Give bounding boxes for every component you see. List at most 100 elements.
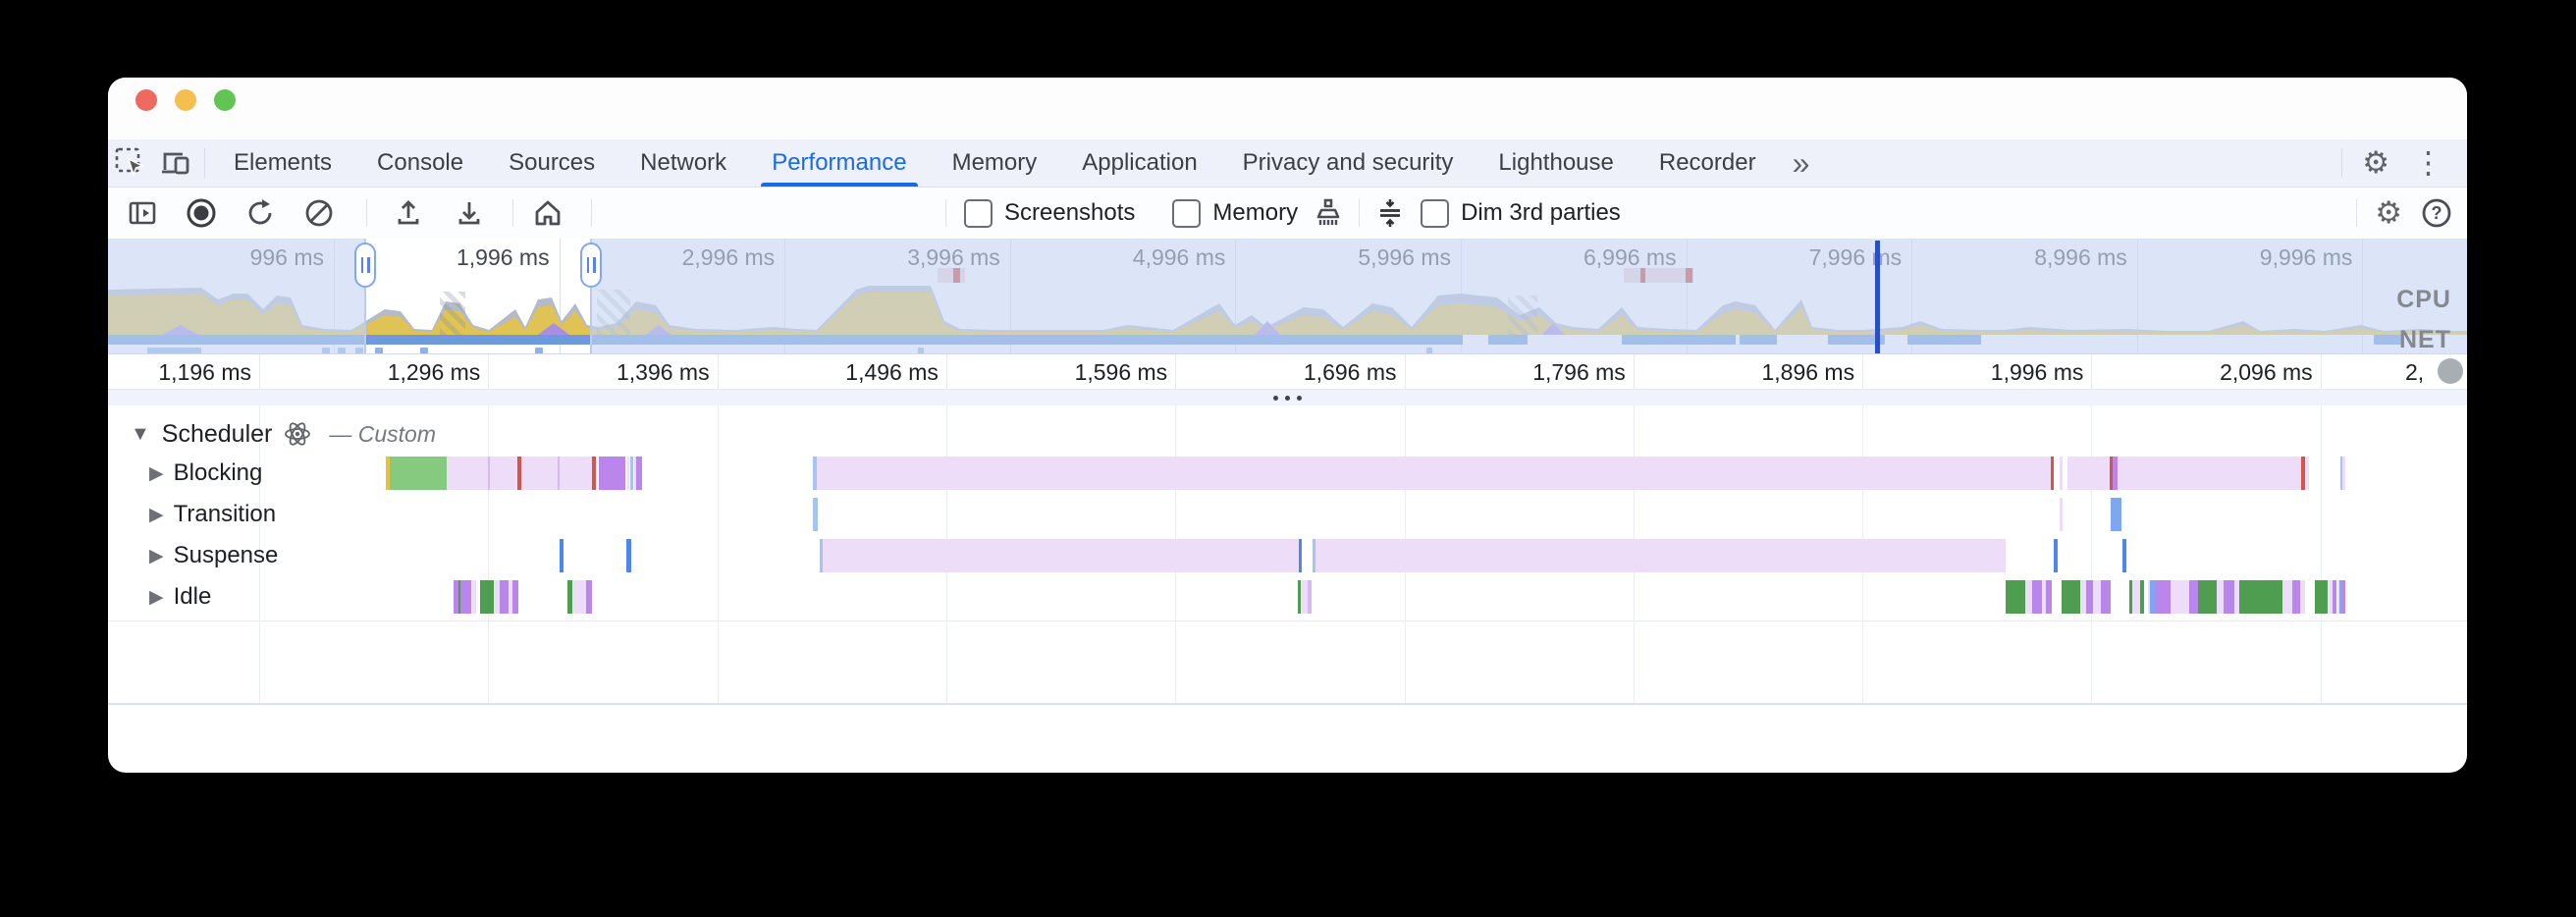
track-event[interactable]	[2032, 580, 2042, 614]
tab-elements[interactable]: Elements	[234, 149, 333, 176]
track-event[interactable]	[558, 457, 560, 490]
track-event[interactable]	[494, 580, 500, 614]
track-event[interactable]	[460, 580, 471, 614]
track-event[interactable]	[2148, 580, 2150, 614]
selection-handle-right[interactable]	[580, 243, 602, 288]
expand-row-icon[interactable]: ▶	[149, 504, 164, 525]
track-event[interactable]	[1301, 580, 1308, 614]
track-event[interactable]	[1299, 539, 1302, 572]
track-event[interactable]	[2171, 580, 2189, 614]
track-event[interactable]	[2342, 457, 2345, 490]
tab-memory[interactable]: Memory	[951, 149, 1038, 176]
tab-sources[interactable]: Sources	[509, 149, 596, 176]
track-event[interactable]	[1298, 580, 1301, 614]
track-event[interactable]	[630, 457, 633, 490]
track-event[interactable]	[1308, 580, 1312, 614]
playhead-line[interactable]	[1875, 241, 1880, 353]
track-event[interactable]	[500, 580, 509, 614]
track-event[interactable]	[2217, 580, 2224, 614]
track-event[interactable]	[586, 580, 592, 614]
track-event[interactable]	[2301, 457, 2305, 490]
track-event[interactable]	[2067, 457, 2110, 490]
track-event[interactable]	[567, 580, 572, 614]
track-event[interactable]	[636, 457, 642, 490]
track-event[interactable]	[2150, 580, 2155, 614]
upload-profile-icon[interactable]	[391, 195, 426, 231]
track-event[interactable]	[2093, 580, 2101, 614]
collapse-flamechart-icon[interactable]	[1373, 196, 1407, 230]
help-icon[interactable]: ?	[2420, 196, 2453, 230]
track-event[interactable]	[480, 580, 494, 614]
track-event[interactable]	[2305, 457, 2309, 490]
track-event[interactable]	[626, 539, 631, 572]
track-event[interactable]	[454, 580, 458, 614]
track-event[interactable]	[820, 539, 823, 572]
track-event[interactable]	[2292, 580, 2300, 614]
toggle-device-toolbar-icon[interactable]	[153, 139, 198, 187]
timeline-overview[interactable]: 996 ms1,996 ms2,996 ms3,996 ms4,996 ms5,…	[108, 239, 2467, 353]
customize-devtools-kebab-icon[interactable]: ⋮	[2413, 145, 2443, 180]
tab-console[interactable]: Console	[377, 149, 464, 176]
expand-row-icon[interactable]: ▶	[149, 545, 164, 566]
track-row-label-transition[interactable]: ▶Transition	[149, 501, 277, 527]
track-event[interactable]	[2132, 580, 2140, 614]
track-event[interactable]	[627, 457, 629, 490]
screenshots-checkbox[interactable]	[964, 198, 993, 228]
tab-application[interactable]: Application	[1082, 149, 1198, 176]
tab-recorder[interactable]: Recorder	[1658, 149, 1756, 176]
clear-recording-icon[interactable]	[301, 195, 337, 231]
track-event[interactable]	[2129, 580, 2132, 614]
track-event[interactable]	[2155, 580, 2171, 614]
collect-garbage-icon[interactable]	[1312, 196, 1345, 230]
zoom-window-button[interactable]	[214, 89, 236, 111]
track-event[interactable]	[386, 457, 390, 490]
track-event[interactable]	[2342, 580, 2345, 614]
track-event[interactable]	[560, 457, 592, 490]
track-event[interactable]	[813, 457, 817, 490]
record-button[interactable]	[184, 195, 219, 231]
track-event[interactable]	[2140, 580, 2144, 614]
selection-handle-left[interactable]	[354, 243, 376, 288]
tab-privacy-and-security[interactable]: Privacy and security	[1242, 149, 1454, 176]
track-event[interactable]	[2339, 580, 2342, 614]
track-event[interactable]	[458, 580, 460, 614]
capture-settings-gear-icon[interactable]: ⚙	[2375, 195, 2402, 230]
close-window-button[interactable]	[135, 89, 157, 111]
track-event[interactable]	[2315, 580, 2328, 614]
panel-resize-handle[interactable]	[108, 389, 2467, 406]
scheduler-track-header[interactable]: ▼ Scheduler — Custom	[131, 419, 436, 449]
track-event[interactable]	[2239, 580, 2282, 614]
track-event[interactable]	[2006, 580, 2025, 614]
track-event[interactable]	[2189, 580, 2198, 614]
track-event[interactable]	[823, 539, 1299, 572]
track-event[interactable]	[2051, 457, 2054, 490]
track-event[interactable]	[2300, 580, 2305, 614]
reload-and-record-icon[interactable]	[242, 195, 278, 231]
track-event[interactable]	[2060, 457, 2063, 490]
track-event[interactable]	[2113, 457, 2118, 490]
scrollbar-thumb[interactable]	[2438, 358, 2463, 384]
track-event[interactable]	[2282, 580, 2292, 614]
track-event[interactable]	[512, 580, 518, 614]
track-event[interactable]	[2046, 580, 2052, 614]
track-event[interactable]	[2080, 580, 2086, 614]
track-event[interactable]	[490, 457, 517, 490]
track-event[interactable]	[634, 457, 636, 490]
download-profile-icon[interactable]	[452, 195, 487, 231]
track-event[interactable]	[2042, 580, 2046, 614]
track-event[interactable]	[813, 498, 818, 531]
track-event[interactable]	[521, 457, 558, 490]
track-event[interactable]	[509, 580, 512, 614]
track-event[interactable]	[1315, 539, 2006, 572]
track-event[interactable]	[1313, 539, 1315, 572]
track-row-label-suspense[interactable]: ▶Suspense	[149, 542, 279, 568]
toggle-sidebar-icon[interactable]	[125, 195, 160, 231]
tab-lighthouse[interactable]: Lighthouse	[1498, 149, 1614, 176]
track-event[interactable]	[2333, 580, 2336, 614]
expand-row-icon[interactable]: ▶	[149, 462, 164, 484]
track-event[interactable]	[2198, 580, 2217, 614]
track-event[interactable]	[2054, 539, 2058, 572]
track-event[interactable]	[2111, 498, 2121, 531]
track-event[interactable]	[572, 580, 586, 614]
track-event[interactable]	[2110, 457, 2113, 490]
